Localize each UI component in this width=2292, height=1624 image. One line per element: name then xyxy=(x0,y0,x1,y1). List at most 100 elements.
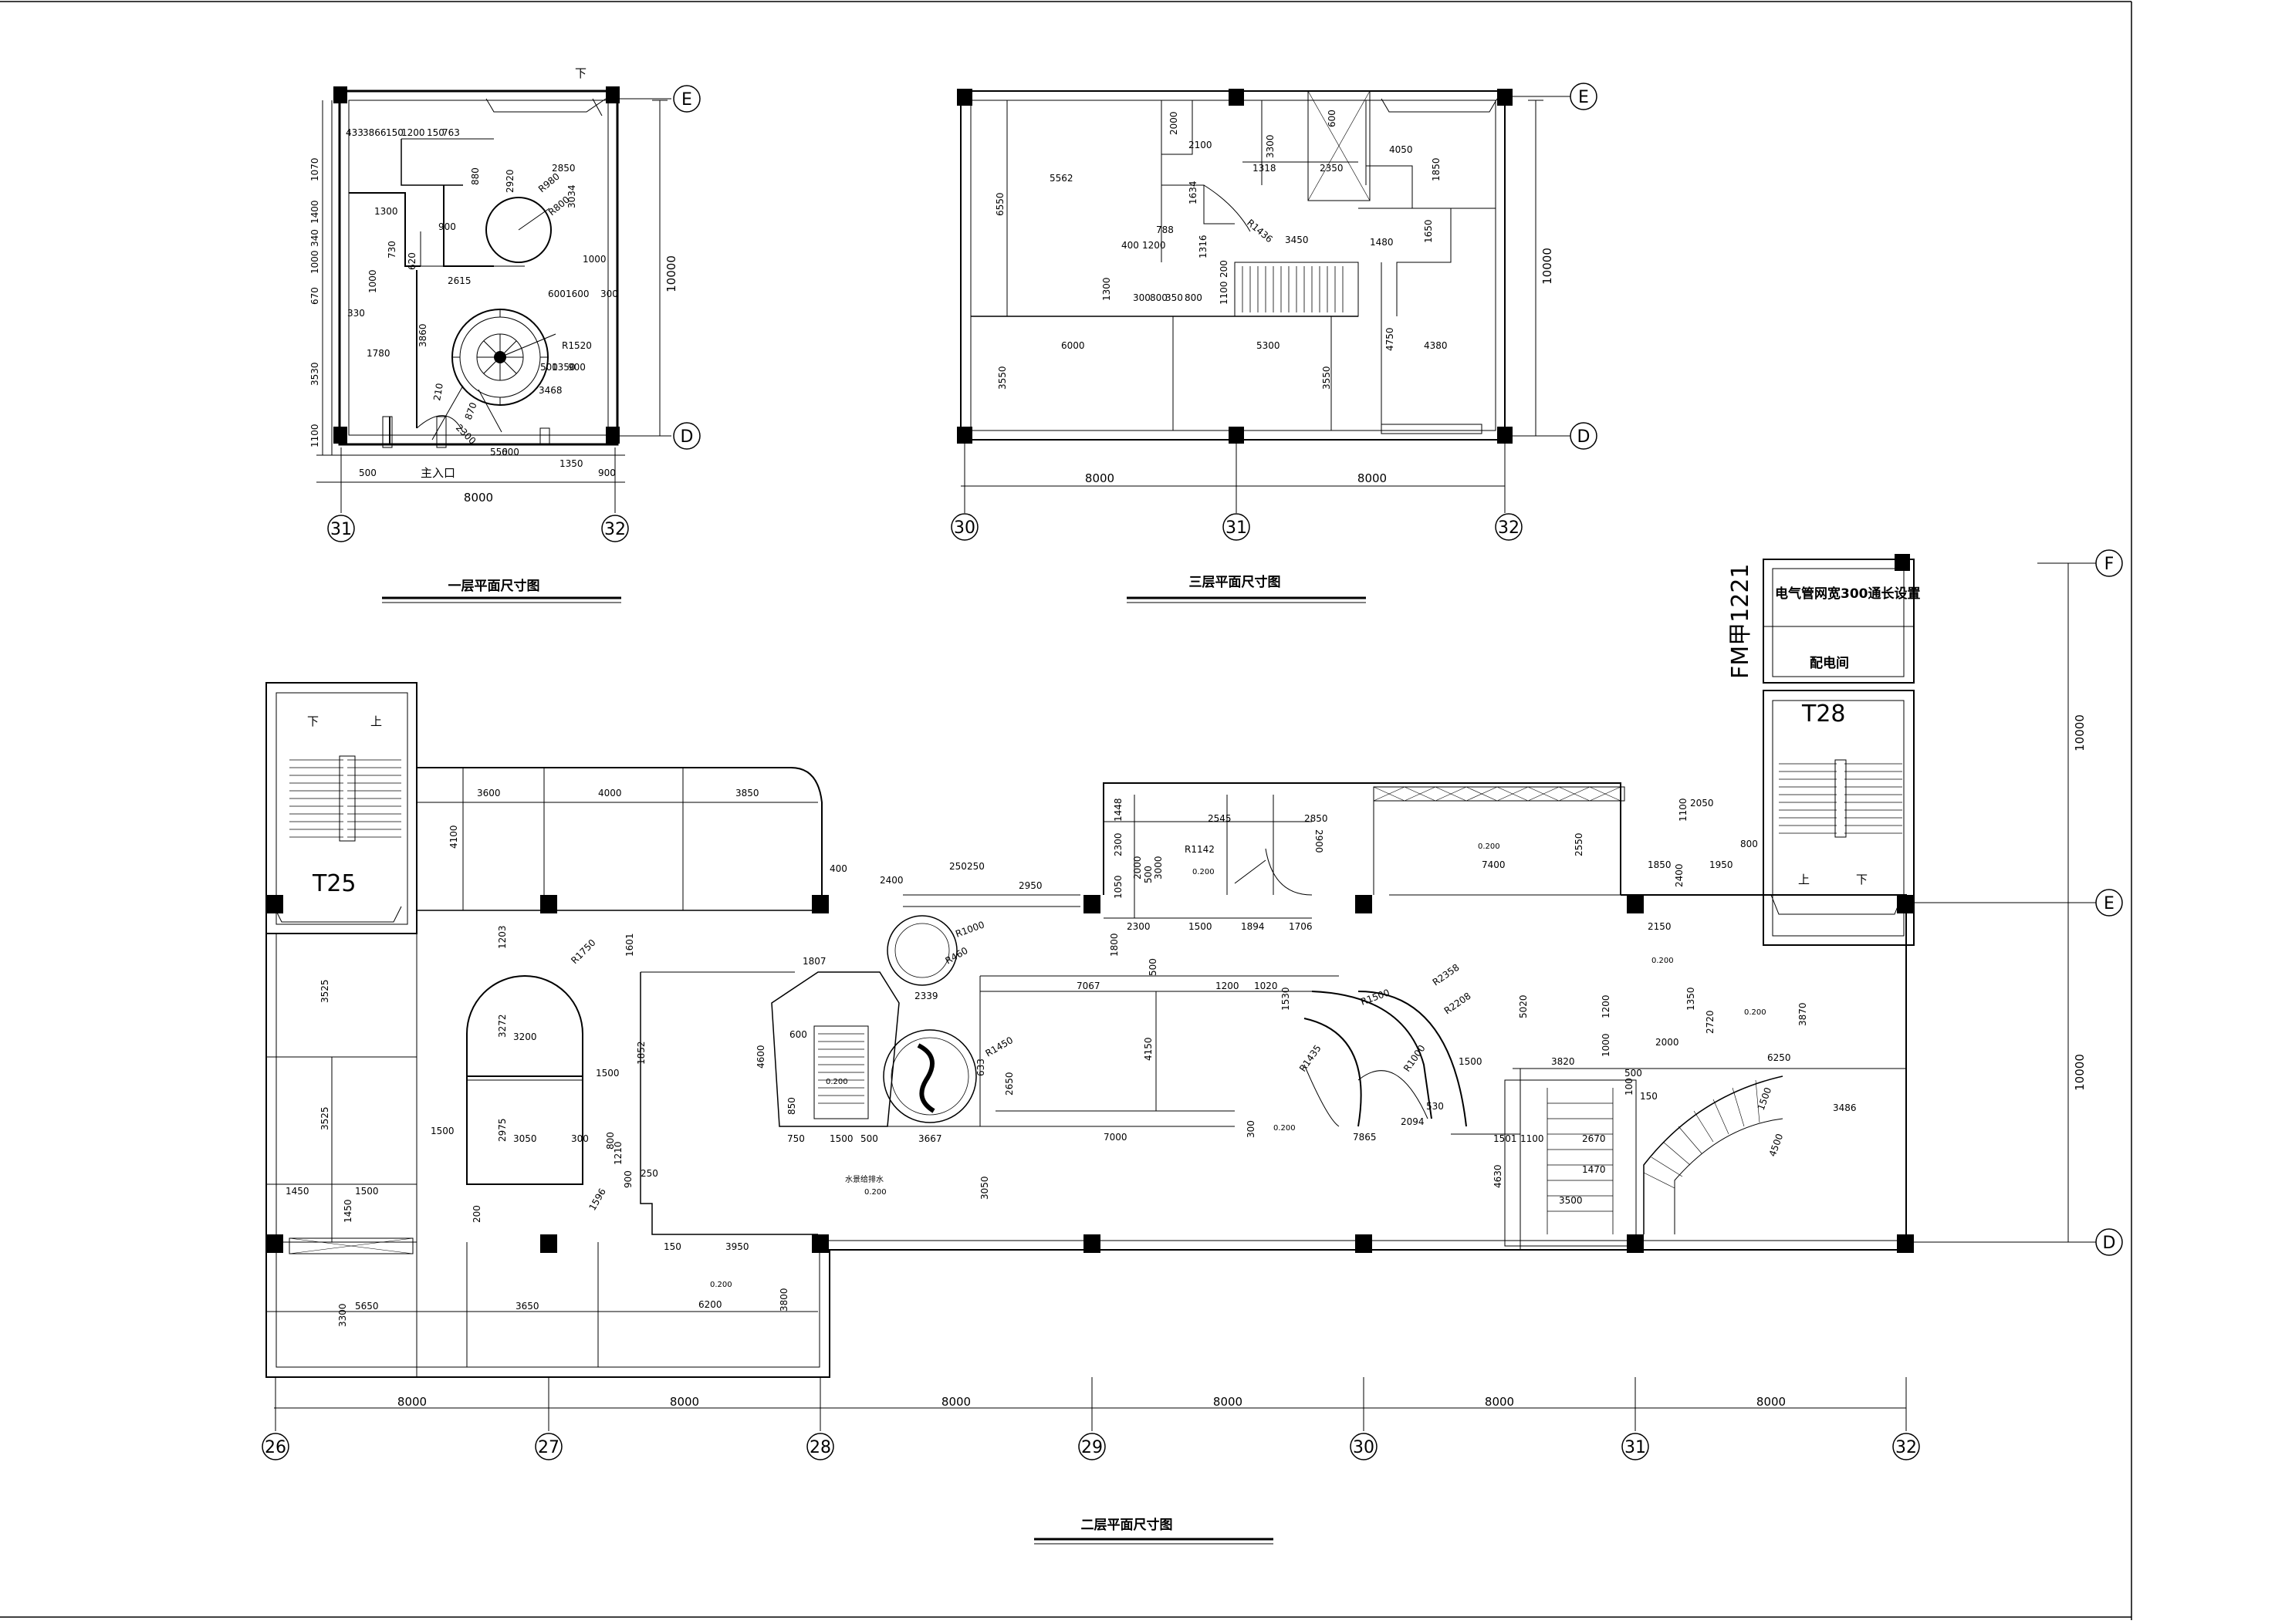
f2-span: 8000 xyxy=(1756,1395,1786,1409)
f2-dim: 4630 xyxy=(1493,1164,1503,1188)
f2-dim: 400 xyxy=(830,863,847,874)
f2-dim: 1500 xyxy=(1756,1086,1774,1112)
f3-height: 10000 xyxy=(1540,248,1554,285)
f1-dim: R980 xyxy=(536,171,562,194)
fm-door-label: FM甲1221 xyxy=(1727,564,1754,680)
electric-room-label: 配电间 xyxy=(1810,655,1849,671)
f2-dim: 2545 xyxy=(1208,813,1232,824)
f2-dim: 2400 xyxy=(1674,863,1685,887)
f2-dim: 1210 xyxy=(613,1141,624,1165)
f3-dim: 788 xyxy=(1156,225,1174,235)
f1-dim: 210 xyxy=(431,383,445,402)
f2-dim: 1500 xyxy=(830,1133,854,1144)
f2-grid-29: 29 xyxy=(1081,1438,1103,1457)
f2-dim: 1350 xyxy=(1685,987,1696,1011)
f1-dim: 1000 xyxy=(583,254,607,265)
f2-dim: 1000 xyxy=(1601,1033,1611,1057)
f2-span: 8000 xyxy=(670,1395,699,1409)
f2-dim: 800 xyxy=(605,1132,616,1150)
f2-dim: 1601 xyxy=(624,933,635,957)
f2-dim: 1450 xyxy=(343,1199,353,1223)
f2-dim: 3525 xyxy=(319,1106,330,1130)
f2-dim: 750 xyxy=(787,1133,805,1144)
f1-dim: 2920 xyxy=(505,169,516,193)
f2-dim: 2150 xyxy=(1648,921,1672,932)
f2-dim: 1100 xyxy=(1678,798,1689,822)
f2-dim: 250 xyxy=(949,861,967,872)
f1-dim: 620 xyxy=(407,252,417,270)
f1-dim: 500 xyxy=(359,468,377,478)
f3-dim: 1650 xyxy=(1423,219,1434,243)
f1-dim: 900 xyxy=(438,221,456,232)
f1-dim: 880 xyxy=(470,167,481,185)
f1-dim: 2850 xyxy=(552,163,576,174)
f1-top-dim: 763 xyxy=(442,127,460,138)
f2-dim: R1142 xyxy=(1185,844,1215,855)
f1-dim: 500 xyxy=(540,362,558,373)
f1-dim: 2300 xyxy=(454,422,478,446)
f2-dim: R1750 xyxy=(569,937,597,966)
f3-span: 8000 xyxy=(1085,471,1114,485)
f1-dim: 1300 xyxy=(374,206,398,217)
f2-dim: 6250 xyxy=(1767,1052,1791,1063)
f2-grid-27: 27 xyxy=(538,1438,559,1457)
f2-dim: 3272 xyxy=(497,1014,508,1038)
f3-dim: 3300 xyxy=(1265,134,1276,158)
elevation-marker: 0.200 xyxy=(826,1078,848,1086)
f1-dim: 900 xyxy=(568,362,586,373)
f2-dim: 7067 xyxy=(1077,981,1100,991)
f2-dim: 2000 xyxy=(1132,856,1143,880)
f2-dim: 1852 xyxy=(636,1041,647,1065)
f1-title: 一层平面尺寸图 xyxy=(448,578,540,594)
f3-dim: 600 xyxy=(1327,110,1337,127)
f3-dim: 4750 xyxy=(1384,327,1395,351)
f2-dim: 4600 xyxy=(756,1045,766,1069)
f1-left-dim: 1100 xyxy=(309,424,320,447)
f2-dim: 3667 xyxy=(918,1133,942,1144)
f2-grid-26: 26 xyxy=(265,1438,286,1457)
f2-dim: 3050 xyxy=(513,1133,537,1144)
f2-dim: 150 xyxy=(664,1241,681,1252)
f2-grid-32: 32 xyxy=(1895,1438,1917,1457)
f2-dim: 3500 xyxy=(1559,1195,1583,1206)
elevation-marker: 0.200 xyxy=(1192,868,1215,876)
f3-dim: 1300 xyxy=(1101,277,1112,301)
floor2-plan: T25 下 上 xyxy=(262,549,2123,1545)
f2-dim: 2670 xyxy=(1582,1133,1606,1144)
water-feature-note: 水景给排水 xyxy=(845,1174,884,1184)
f2-dim: 800 xyxy=(1740,839,1758,849)
f1-dim: 1350 xyxy=(552,362,576,373)
f2-dim: 2050 xyxy=(1690,798,1714,809)
f2-dim: 1596 xyxy=(587,1187,607,1212)
f1-dim: 900 xyxy=(598,468,616,478)
f3-dim: 6550 xyxy=(995,192,1006,216)
f2-dim: 600 xyxy=(789,1029,807,1040)
f2-dim: 4500 xyxy=(1767,1133,1786,1158)
t28-label: T28 xyxy=(1801,701,1846,728)
f3-dim: 6000 xyxy=(1061,340,1085,351)
f3-dim: 1318 xyxy=(1252,163,1276,174)
f1-entrance-label: 主入口 xyxy=(421,466,455,480)
f3-dim: 1316 xyxy=(1198,235,1209,258)
f2-dim: 3950 xyxy=(725,1241,749,1252)
f1-top-dim: 1200 xyxy=(401,127,425,138)
f2-dim: 1500 xyxy=(596,1068,620,1079)
f2-dim: 100 xyxy=(1624,1078,1634,1096)
f2-dim: 500 xyxy=(1624,1068,1642,1079)
f2-dim: 3050 xyxy=(979,1176,990,1200)
f2-dim: 3800 xyxy=(779,1288,789,1312)
f2-dim: 1501 xyxy=(1493,1133,1517,1144)
f2-dim: 2300 xyxy=(1113,832,1124,856)
f3-row-D: D xyxy=(1577,427,1591,447)
f2-dim: R1435 xyxy=(1297,1043,1323,1074)
f1-grid-31: 31 xyxy=(330,520,352,539)
f2-dim: 1530 xyxy=(1280,987,1291,1011)
f2-dim: 2975 xyxy=(497,1118,508,1142)
f1-down-label: 下 xyxy=(575,66,587,80)
f1-dim: 730 xyxy=(387,241,397,258)
f2-row-D: D xyxy=(2103,1234,2116,1253)
f2-row-E: E xyxy=(2104,894,2115,913)
f1-dim: 600 xyxy=(502,447,519,457)
f2-dim: 150 xyxy=(1640,1091,1658,1102)
